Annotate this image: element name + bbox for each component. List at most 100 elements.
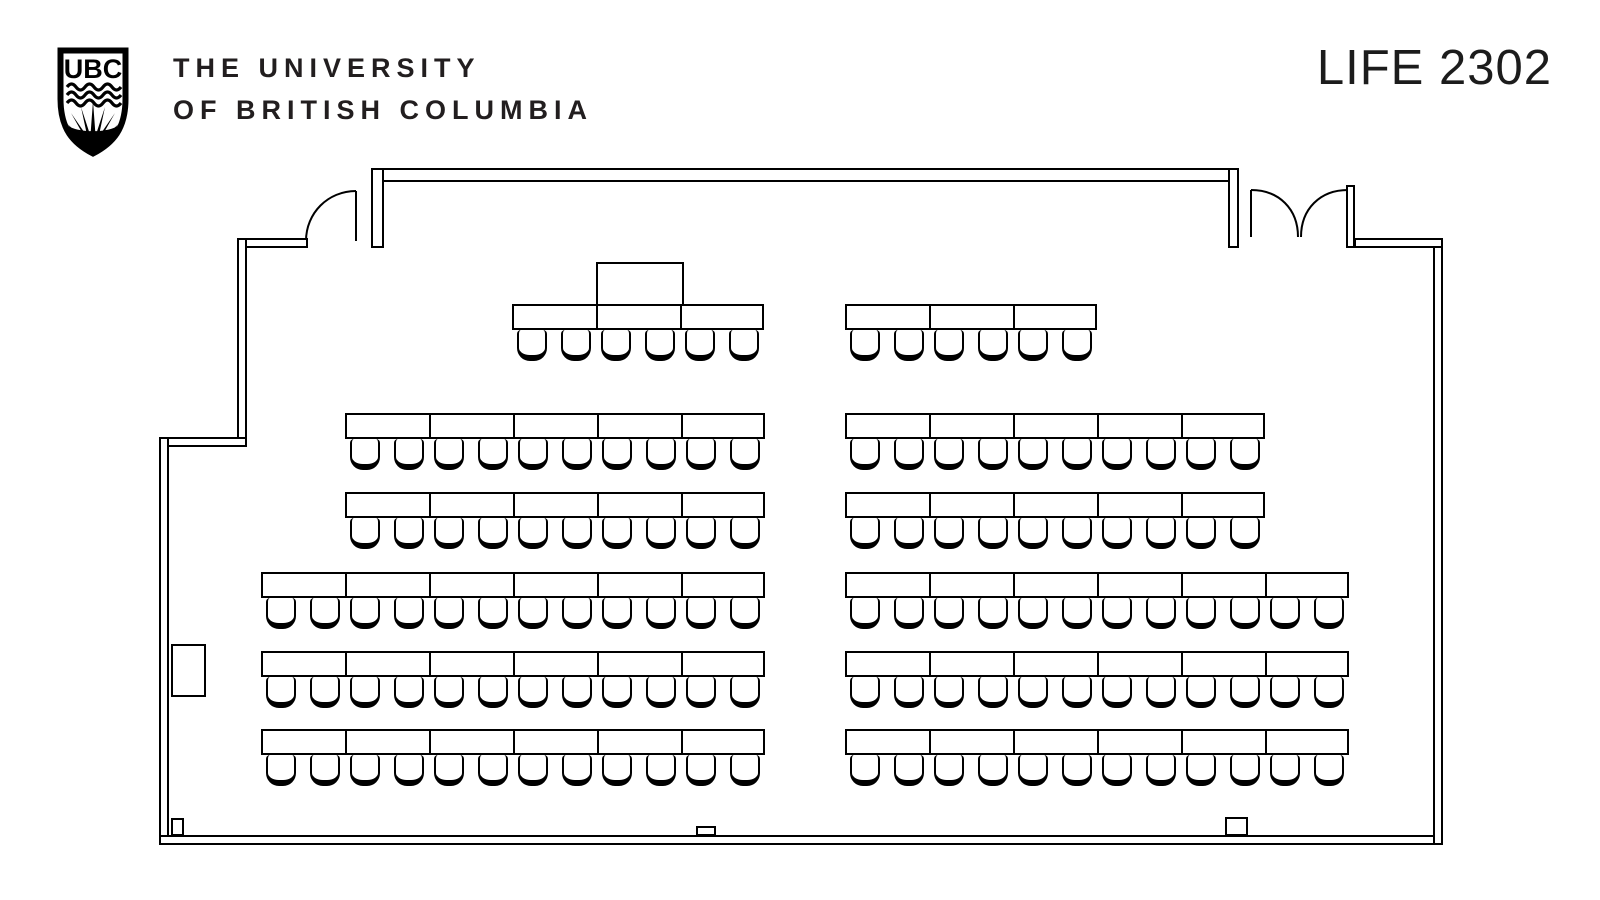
crest-sunburst: [64, 101, 122, 152]
chair: [978, 518, 1008, 549]
row-4-right: [845, 572, 1349, 598]
chair: [934, 439, 964, 470]
table-divider: [1265, 653, 1267, 675]
chair: [350, 598, 380, 629]
table-divider: [1097, 574, 1099, 596]
chair: [646, 518, 676, 549]
chair: [1186, 439, 1216, 470]
chair: [978, 677, 1008, 708]
table-divider: [345, 653, 347, 675]
chair: [350, 439, 380, 470]
chair: [1146, 598, 1176, 629]
table-divider: [681, 653, 683, 675]
chair: [517, 330, 547, 361]
chair: [1314, 755, 1344, 786]
wall-top-right-stub: [1354, 238, 1443, 248]
floor-fixture-right: [1225, 817, 1248, 836]
chair: [1146, 677, 1176, 708]
table-divider: [513, 574, 515, 596]
chair: [518, 439, 548, 470]
row-1-right: [845, 304, 1097, 330]
table-divider: [345, 574, 347, 596]
wall-left-jog: [159, 437, 247, 447]
crest-ubc-text: UBC: [64, 54, 123, 84]
table-divider: [929, 731, 931, 753]
row-1-left: [512, 304, 764, 330]
chair: [850, 330, 880, 361]
chair: [1230, 518, 1260, 549]
lectern: [596, 262, 684, 306]
chair: [266, 755, 296, 786]
chair: [685, 330, 715, 361]
table-divider: [929, 574, 931, 596]
table-divider: [1181, 653, 1183, 675]
table-divider: [513, 731, 515, 753]
chair: [894, 677, 924, 708]
room-title: LIFE 2302: [1316, 41, 1552, 95]
chair: [1018, 598, 1048, 629]
chair: [1062, 330, 1092, 361]
floor-fixture-left: [696, 826, 716, 836]
chair: [394, 677, 424, 708]
chair: [350, 755, 380, 786]
table-divider: [1181, 731, 1183, 753]
chair: [729, 330, 759, 361]
table-divider: [681, 731, 683, 753]
table-divider: [1265, 574, 1267, 596]
chair: [562, 518, 592, 549]
chair: [1146, 518, 1176, 549]
table-divider: [429, 653, 431, 675]
chair: [730, 677, 760, 708]
table-divider: [680, 306, 682, 328]
chair: [350, 677, 380, 708]
chair: [1062, 518, 1092, 549]
chair: [934, 518, 964, 549]
chair: [1018, 755, 1048, 786]
table-divider: [929, 494, 931, 516]
row-3-right: [845, 492, 1265, 518]
chair: [434, 755, 464, 786]
table-divider: [597, 731, 599, 753]
chair: [518, 677, 548, 708]
chair: [350, 518, 380, 549]
chair: [978, 755, 1008, 786]
university-name: THE UNIVERSITY OF BRITISH COLUMBIA: [173, 55, 593, 124]
chair: [978, 439, 1008, 470]
chair: [645, 330, 675, 361]
chair: [1062, 755, 1092, 786]
single-door-swing-arc: [305, 190, 357, 242]
chair: [1314, 598, 1344, 629]
chair: [730, 518, 760, 549]
chair: [266, 677, 296, 708]
table-divider: [596, 306, 598, 328]
chair: [686, 598, 716, 629]
wall-right: [1433, 238, 1443, 845]
chair: [1270, 598, 1300, 629]
chair: [1186, 755, 1216, 786]
chair: [1186, 598, 1216, 629]
chair: [934, 598, 964, 629]
table-divider: [429, 731, 431, 753]
wall-bottom: [159, 835, 1443, 845]
chair: [601, 330, 631, 361]
wall-door-right-jamb: [1346, 185, 1355, 248]
table-divider: [1181, 574, 1183, 596]
table-divider: [345, 731, 347, 753]
chair: [266, 598, 296, 629]
table-divider: [429, 494, 431, 516]
table-divider: [681, 574, 683, 596]
table-divider: [681, 415, 683, 437]
table-divider: [929, 653, 931, 675]
chair: [1230, 598, 1260, 629]
chair: [394, 755, 424, 786]
chair: [1186, 677, 1216, 708]
table-divider: [429, 415, 431, 437]
chair: [1186, 518, 1216, 549]
table-divider: [597, 494, 599, 516]
table-divider: [1097, 494, 1099, 516]
chair: [730, 439, 760, 470]
chair: [478, 598, 508, 629]
chair: [1230, 677, 1260, 708]
chair: [894, 439, 924, 470]
